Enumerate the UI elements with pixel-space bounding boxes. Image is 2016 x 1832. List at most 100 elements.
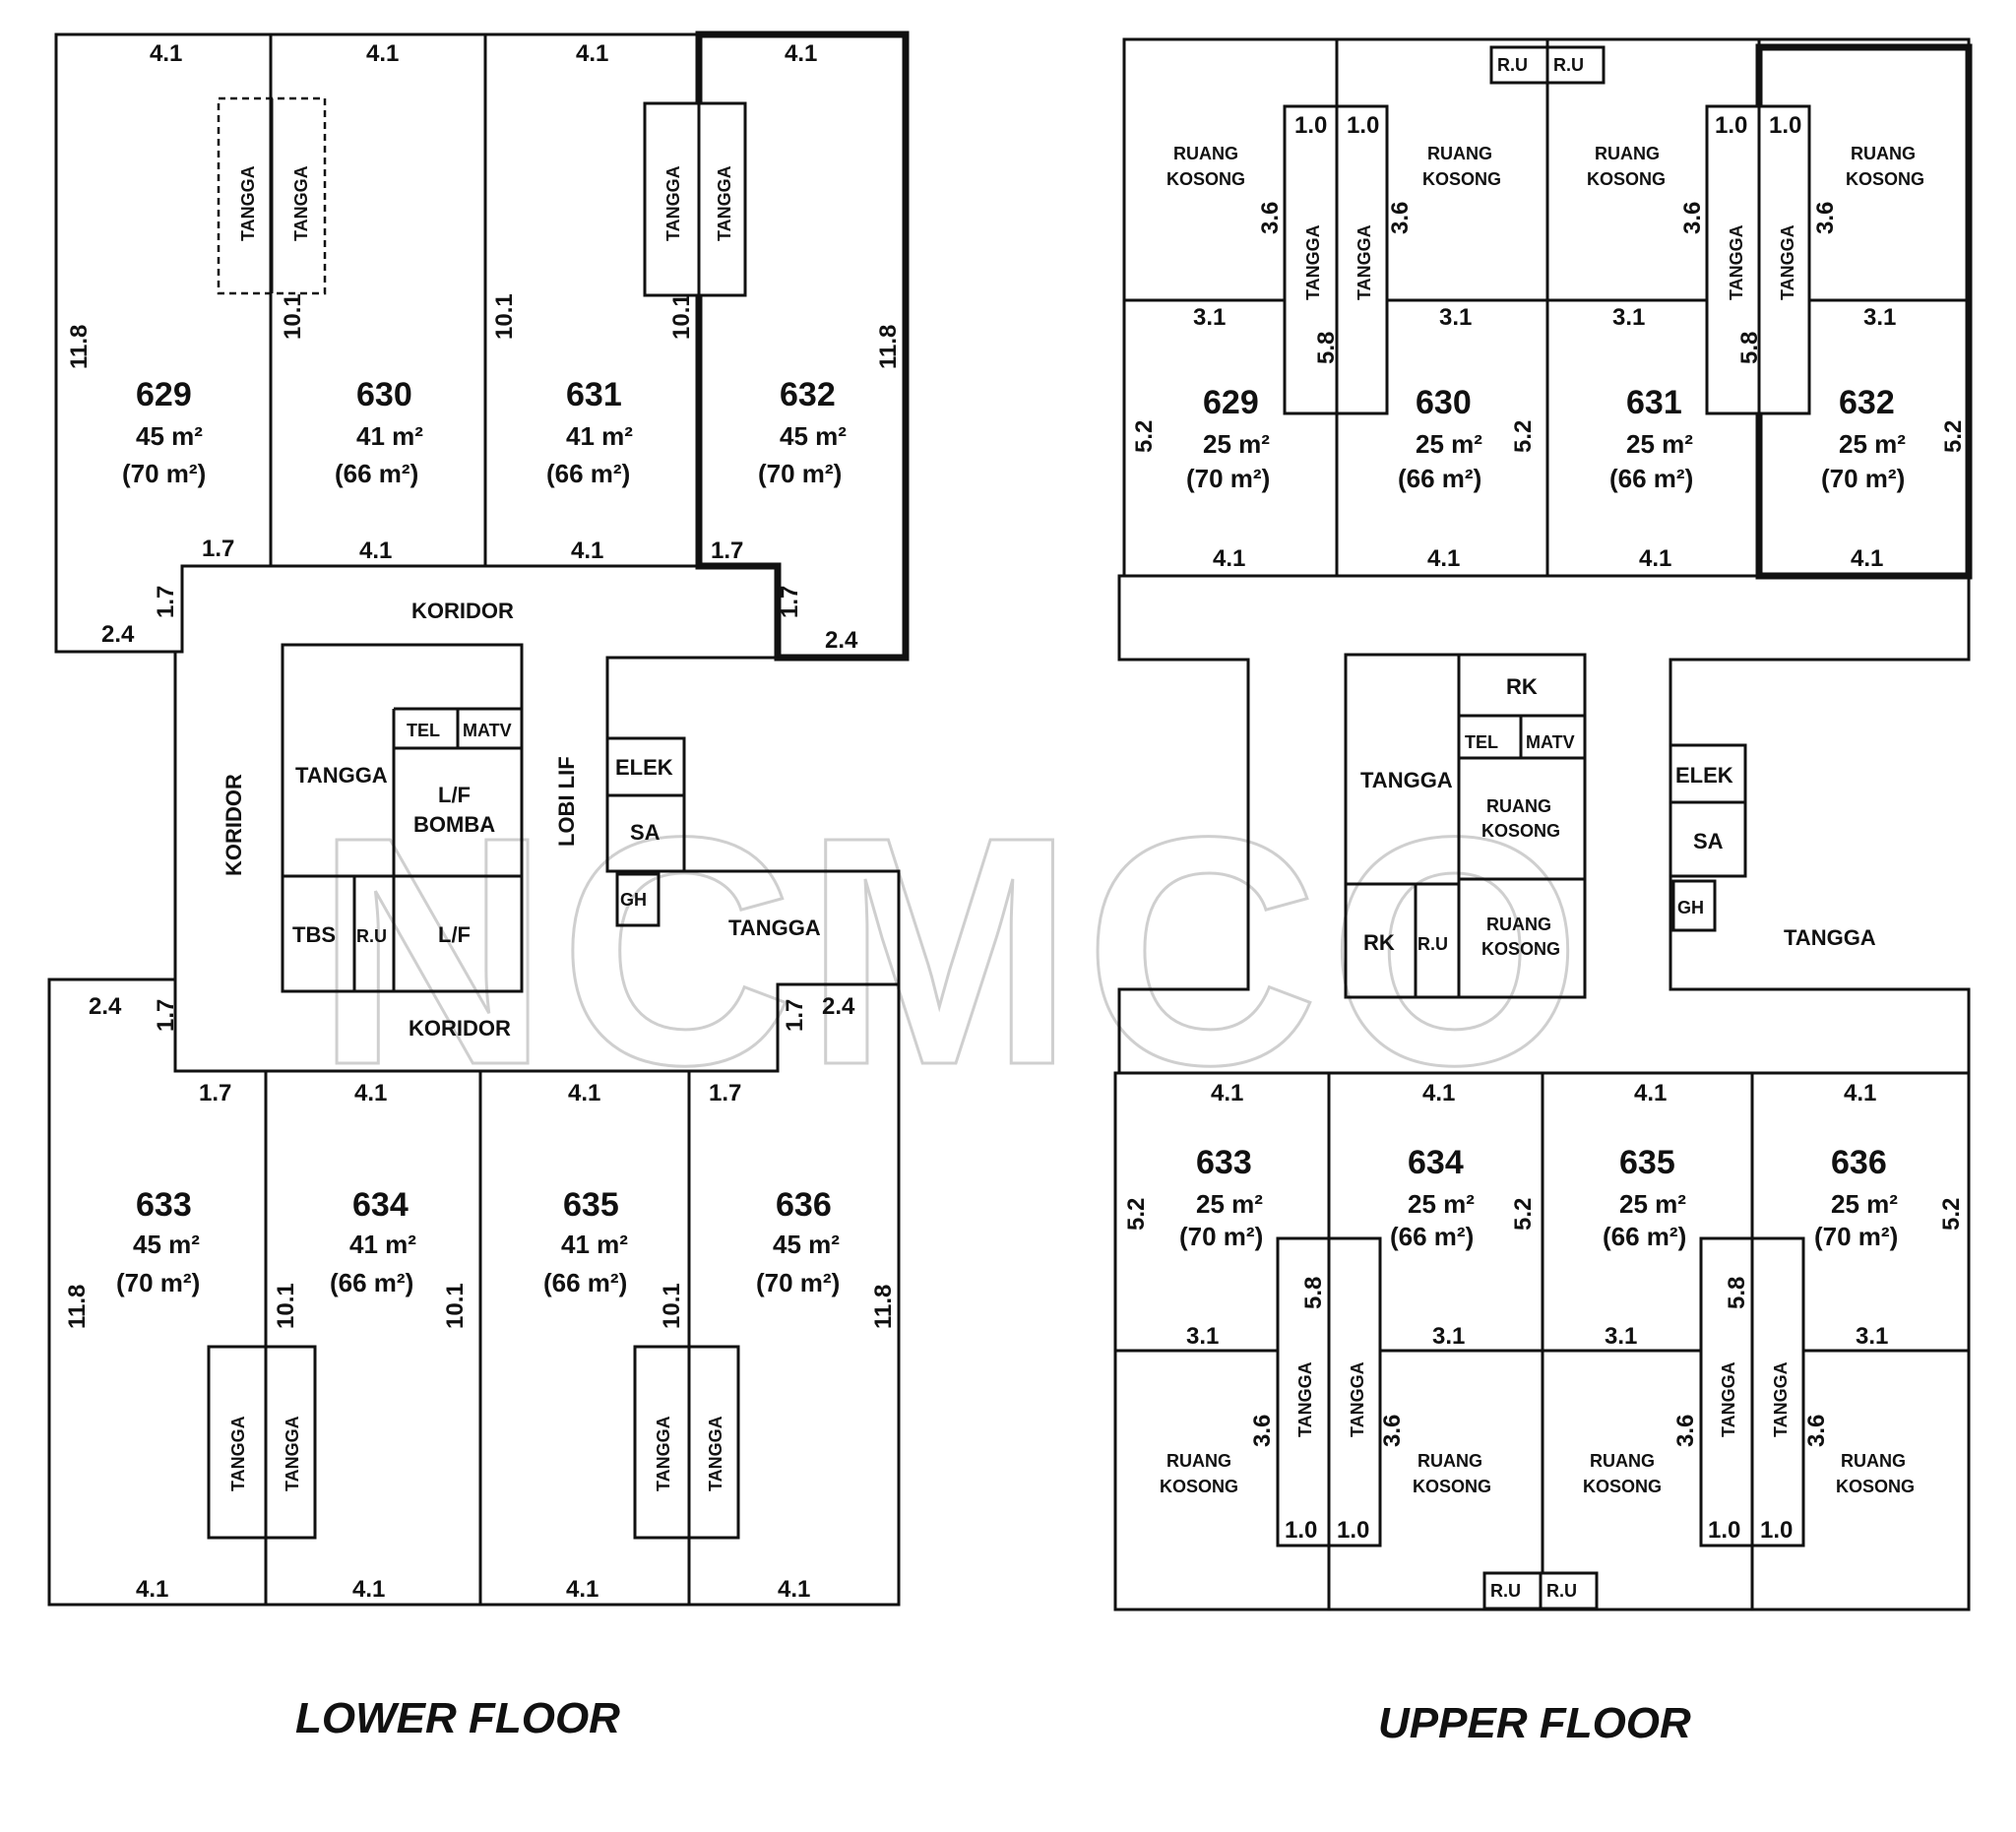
upper-unit-636-area: 25 m² — [1831, 1189, 1898, 1219]
stair-label: TANGGA — [715, 165, 734, 241]
dim-label: 3.6 — [1257, 202, 1284, 234]
dim-label: 4.1 — [352, 1576, 385, 1603]
upper-unit-634-area: 25 m² — [1408, 1189, 1475, 1219]
dim-label: 10.1 — [659, 1283, 685, 1329]
upper-unit-629-area: 25 m² — [1203, 429, 1270, 459]
dim-label: 3.6 — [1379, 1415, 1406, 1447]
stair-label: TANGGA — [1348, 1361, 1367, 1437]
dim-label: 4.1 — [568, 1080, 600, 1106]
stair-label: TANGGA — [228, 1416, 248, 1491]
dim-label: 5.8 — [1313, 332, 1340, 364]
dim-label: 4.1 — [136, 1576, 168, 1603]
dim-label: 3.1 — [1612, 304, 1645, 331]
dim-label: 3.6 — [1803, 1415, 1830, 1447]
rk-label: RK — [1506, 674, 1538, 699]
sa-label: SA — [630, 820, 661, 845]
upper-unit-629-total: (70 m²) — [1186, 464, 1270, 493]
upper-unit-630-number: 630 — [1416, 384, 1472, 421]
dim-label: 11.8 — [870, 1285, 897, 1329]
rk-label: RK — [1363, 930, 1395, 955]
dim-label: 1.7 — [777, 586, 803, 618]
stair-label: TANGGA — [1360, 768, 1453, 792]
dim-label: 5.8 — [1724, 1277, 1750, 1309]
dim-label: 1.7 — [199, 1080, 231, 1106]
lower-unit-633-area: 45 m² — [133, 1230, 200, 1259]
dim-label: 5.2 — [1123, 1198, 1150, 1231]
sa-label: SA — [1693, 829, 1724, 853]
gh-label: GH — [620, 890, 647, 910]
stair-label: TANGGA — [1719, 1361, 1738, 1437]
room-empty-label: RUANG — [1841, 1451, 1906, 1471]
room-empty-label: KOSONG — [1587, 169, 1666, 189]
dim-label: 4.1 — [1422, 1080, 1455, 1106]
dim-label: 5.2 — [1938, 1198, 1965, 1231]
dim-label: 5.2 — [1131, 420, 1158, 453]
dim-label: 5.2 — [1510, 1198, 1537, 1231]
dim-label: 4.1 — [354, 1080, 387, 1106]
lower-unit-635-area: 41 m² — [561, 1230, 628, 1259]
dim-label: 4.1 — [778, 1576, 810, 1603]
lift-label: L/F — [438, 922, 471, 947]
room-empty-label: RUANG — [1166, 1451, 1231, 1471]
lower-unit-631-total: (66 m²) — [546, 459, 630, 488]
ru-label: R.U — [356, 926, 387, 946]
dim-label: 3.6 — [1812, 202, 1839, 234]
dim-label: 3.6 — [1249, 1415, 1276, 1447]
room-empty-label: RUANG — [1486, 796, 1551, 816]
room-empty-label: RUANG — [1173, 144, 1238, 163]
upper-unit-635-total: (66 m²) — [1603, 1222, 1686, 1251]
dim-label: 4.1 — [571, 537, 603, 564]
dim-label: 1.0 — [1294, 112, 1327, 139]
matv-label: MATV — [463, 721, 512, 740]
stair-label: TANGGA — [1295, 1361, 1315, 1437]
room-empty-label: KOSONG — [1583, 1477, 1662, 1496]
dim-label: 1.0 — [1769, 112, 1801, 139]
room-empty-label: KOSONG — [1413, 1477, 1491, 1496]
lower-unit-630-number: 630 — [356, 376, 412, 413]
lift-bomba-label: L/F — [438, 783, 471, 807]
stair-label: TANGGA — [1784, 925, 1876, 950]
upper-floor-labels: R.U R.U RUANG KOSONG RUANG KOSONG RUANG … — [1123, 55, 1967, 1747]
dim-label: 3.1 — [1605, 1323, 1637, 1350]
dim-label: 1.0 — [1285, 1517, 1317, 1544]
matv-label: MATV — [1526, 732, 1575, 752]
dim-label: 5.2 — [1510, 420, 1537, 453]
dim-label: 3.1 — [1186, 1323, 1219, 1350]
lift-lobby-label: LOBI LIF — [554, 756, 579, 847]
dim-label: 11.8 — [64, 1285, 91, 1329]
upper-unit-635-area: 25 m² — [1619, 1189, 1686, 1219]
dim-label: 1.0 — [1337, 1517, 1369, 1544]
room-empty-label: KOSONG — [1836, 1477, 1915, 1496]
stair-label: TANGGA — [654, 1416, 673, 1491]
dim-label: 1.7 — [153, 586, 179, 618]
dim-label: 5.8 — [1736, 332, 1763, 364]
dim-label: 4.1 — [1211, 1080, 1243, 1106]
dim-label: 1.7 — [709, 1080, 741, 1106]
lift-bomba-label: BOMBA — [413, 812, 495, 837]
stair-label: TANGGA — [1771, 1361, 1791, 1437]
upper-unit-631-area: 25 m² — [1626, 429, 1693, 459]
lower-unit-631-area: 41 m² — [566, 421, 633, 451]
lower-unit-629-area: 45 m² — [136, 421, 203, 451]
dim-label: 3.6 — [1672, 1415, 1699, 1447]
stair-label: TANGGA — [291, 165, 311, 241]
upper-unit-630-area: 25 m² — [1416, 429, 1482, 459]
dim-label: 10.1 — [280, 293, 306, 340]
stair-label: TANGGA — [1354, 224, 1374, 300]
dim-label: 4.1 — [1634, 1080, 1667, 1106]
stair-label: TANGGA — [728, 916, 821, 940]
room-empty-label: KOSONG — [1481, 821, 1560, 841]
stair-label: TANGGA — [706, 1416, 725, 1491]
dim-label: 1.7 — [711, 537, 743, 564]
dim-label: 1.0 — [1760, 1517, 1793, 1544]
upper-unit-633-number: 633 — [1196, 1144, 1252, 1181]
dim-label: 4.1 — [359, 537, 392, 564]
stair-label: TANGGA — [1303, 224, 1323, 300]
dim-label: 3.1 — [1193, 304, 1226, 331]
dim-label: 1.7 — [202, 536, 234, 562]
upper-unit-633-total: (70 m²) — [1179, 1222, 1263, 1251]
dim-label: 4.1 — [576, 40, 608, 67]
dim-label: 1.0 — [1715, 112, 1747, 139]
dim-label: 4.1 — [1639, 545, 1671, 572]
corridor-label: KORIDOR — [221, 774, 246, 876]
